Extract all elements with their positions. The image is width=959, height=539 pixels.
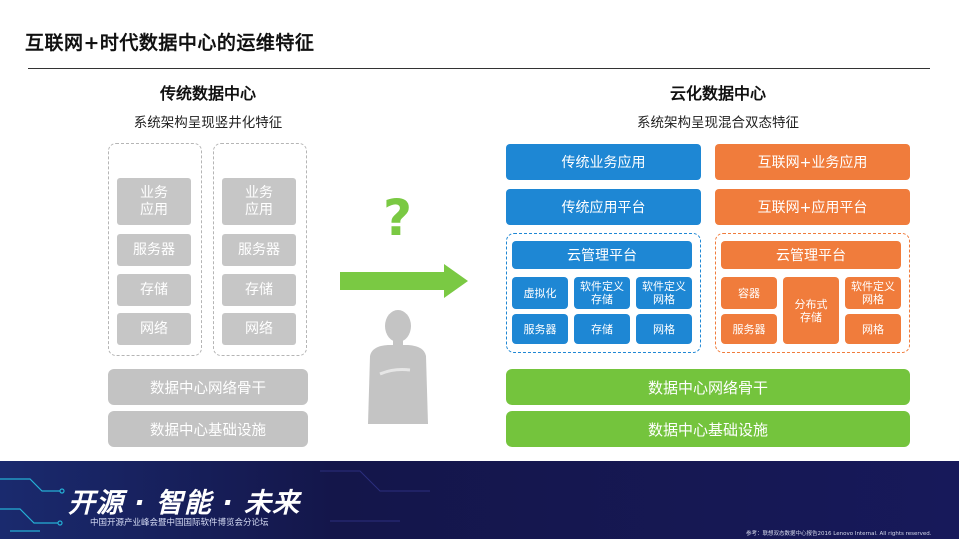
cloud-heading: 云化数据中心	[669, 84, 766, 103]
traditional-subheading: 系统架构呈现竖井化特征	[133, 115, 283, 131]
blue-sds: 软件定义 存储	[574, 277, 630, 309]
blue-cloud-management-platform: 云管理平台	[512, 241, 692, 269]
orange-network: 网格	[845, 314, 901, 344]
transition-arrow-icon	[340, 264, 468, 298]
silo-b-network: 网络	[222, 313, 296, 345]
orange-server: 服务器	[721, 314, 777, 344]
blue-virtualization: 虚拟化	[512, 277, 568, 309]
cloud-infrastructure: 数据中心基础设施	[506, 411, 910, 447]
internet-app-platform: 互联网+应用平台	[715, 189, 910, 225]
traditional-network-backbone: 数据中心网络骨干	[108, 369, 308, 405]
footer-banner	[0, 461, 959, 539]
silo-a-network: 网络	[117, 313, 191, 345]
silo-a-storage: 存储	[117, 274, 191, 306]
silo-a-server: 服务器	[117, 234, 191, 266]
traditional-business-app: 传统业务应用	[506, 144, 701, 180]
traditional-heading: 传统数据中心	[159, 84, 256, 103]
silo-b-server: 服务器	[222, 234, 296, 266]
blue-cloud-container	[506, 233, 701, 353]
cloud-network-backbone: 数据中心网络骨干	[506, 369, 910, 405]
orange-sdn: 软件定义 网格	[845, 277, 901, 309]
question-mark: ?	[383, 189, 413, 247]
silo-a-business-app: 业务 应用	[117, 178, 191, 225]
traditional-infrastructure: 数据中心基础设施	[108, 411, 308, 447]
orange-container: 容器	[721, 277, 777, 309]
footer-reference-note: 参考：联想双态数据中心报告2016 Lenovo Internal. All r…	[746, 531, 932, 537]
silo-b-storage: 存储	[222, 274, 296, 306]
silo-b-business-app: 业务 应用	[222, 178, 296, 225]
blue-network: 网格	[636, 314, 692, 344]
silo-column-b	[213, 143, 307, 356]
silo-column-a	[108, 143, 202, 356]
traditional-app-platform: 传统应用平台	[506, 189, 701, 225]
thinking-person-icon	[368, 310, 428, 424]
internet-business-app: 互联网+业务应用	[715, 144, 910, 180]
slide-title: 互联网+时代数据中心的运维特征	[25, 32, 315, 54]
title-divider	[28, 68, 930, 69]
footer-subtitle: 中国开源产业峰会暨中国国际软件博览会分论坛	[90, 518, 269, 528]
cloud-subheading: 系统架构呈现混合双态特征	[637, 115, 799, 131]
circuit-pattern-icon	[0, 461, 959, 539]
orange-cloud-container	[715, 233, 910, 353]
blue-storage: 存储	[574, 314, 630, 344]
orange-distributed-storage: 分布式 存储	[783, 277, 839, 344]
blue-server: 服务器	[512, 314, 568, 344]
footer-slogan: 开源 · 智能 · 未来	[68, 488, 301, 519]
orange-cloud-management-platform: 云管理平台	[721, 241, 901, 269]
blue-sdn: 软件定义 网格	[636, 277, 692, 309]
